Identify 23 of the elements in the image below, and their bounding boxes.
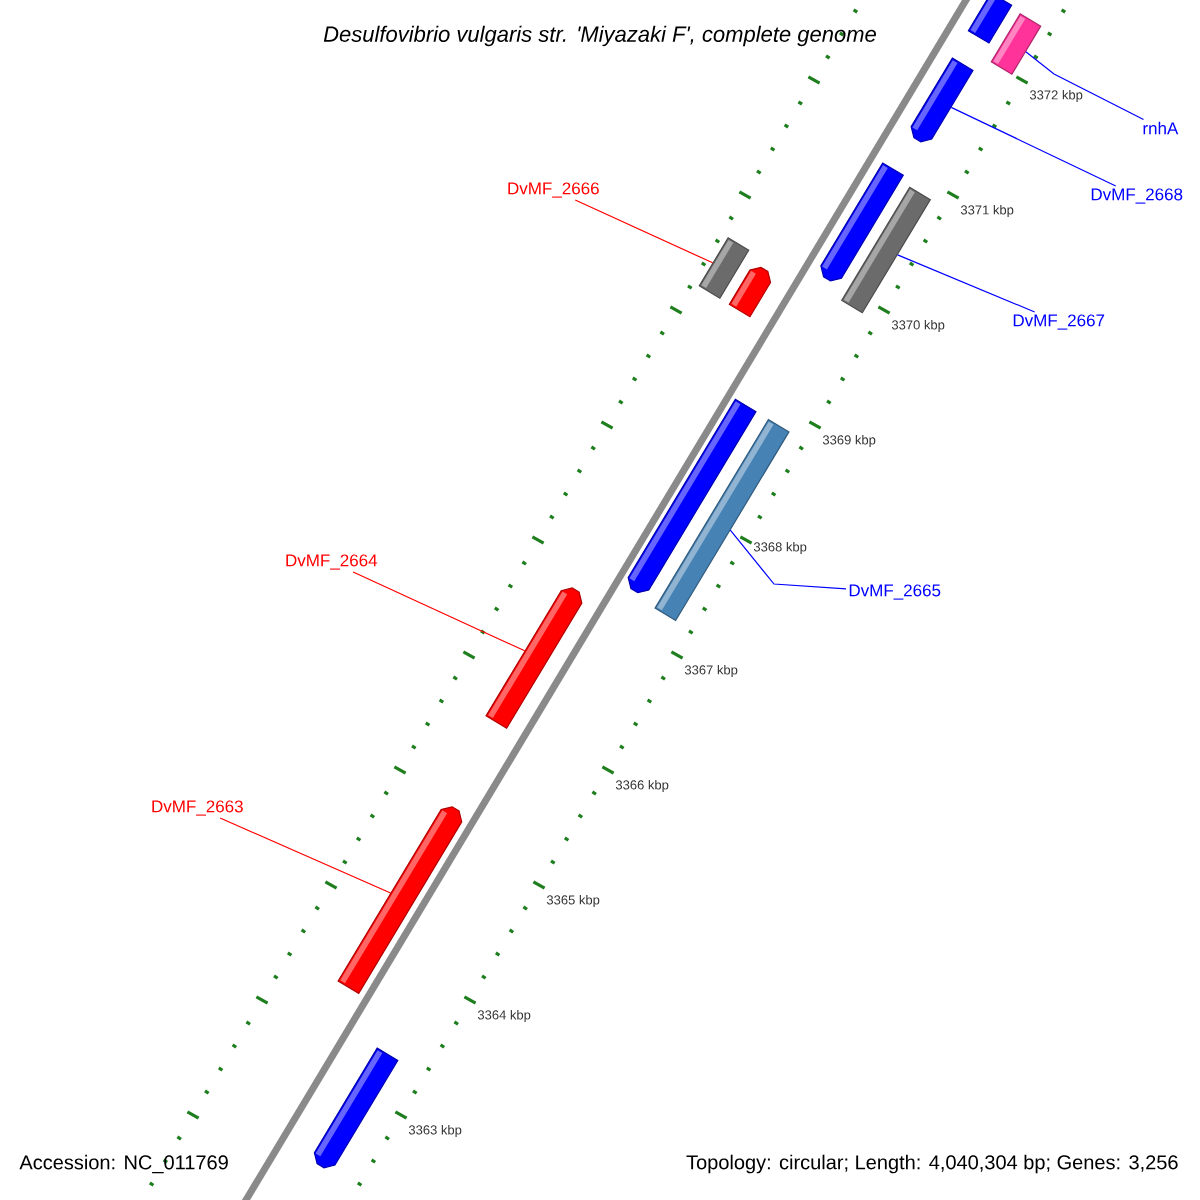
gene-feature <box>910 57 974 143</box>
gene-label: DvMF_2663 <box>152 800 243 816</box>
leader-line <box>352 571 526 652</box>
footer-text: Accession: NC_011769 <box>19 1154 228 1174</box>
leader-line <box>729 529 847 590</box>
gene-feature <box>313 1047 399 1169</box>
leader-line <box>574 199 714 264</box>
footer-text: Topology: circular; Length: 4,040,304 bp; Genes: 3,256 <box>686 1154 1178 1174</box>
gene-feature <box>967 0 1013 44</box>
gene-label: DvMF_2664 <box>286 554 378 570</box>
gene-label: DvMF_2668 <box>1091 188 1183 204</box>
gene-label: DvMF_2666 <box>508 182 599 198</box>
leader-line <box>1025 51 1145 121</box>
gene-label: DvMF_2665 <box>849 584 941 600</box>
gene-feature <box>654 418 790 622</box>
gene-label: rnhA <box>1143 121 1179 135</box>
leader-line <box>897 254 1036 313</box>
gene-feature <box>990 13 1042 75</box>
gene-label: DvMF_2667 <box>1013 314 1105 330</box>
map-title: Desulfovibrio vulgaris str. 'Miyazaki F', complete genome <box>323 25 876 47</box>
leader-line <box>219 817 392 894</box>
gene-feature <box>728 266 772 318</box>
leader-line <box>950 106 1117 187</box>
